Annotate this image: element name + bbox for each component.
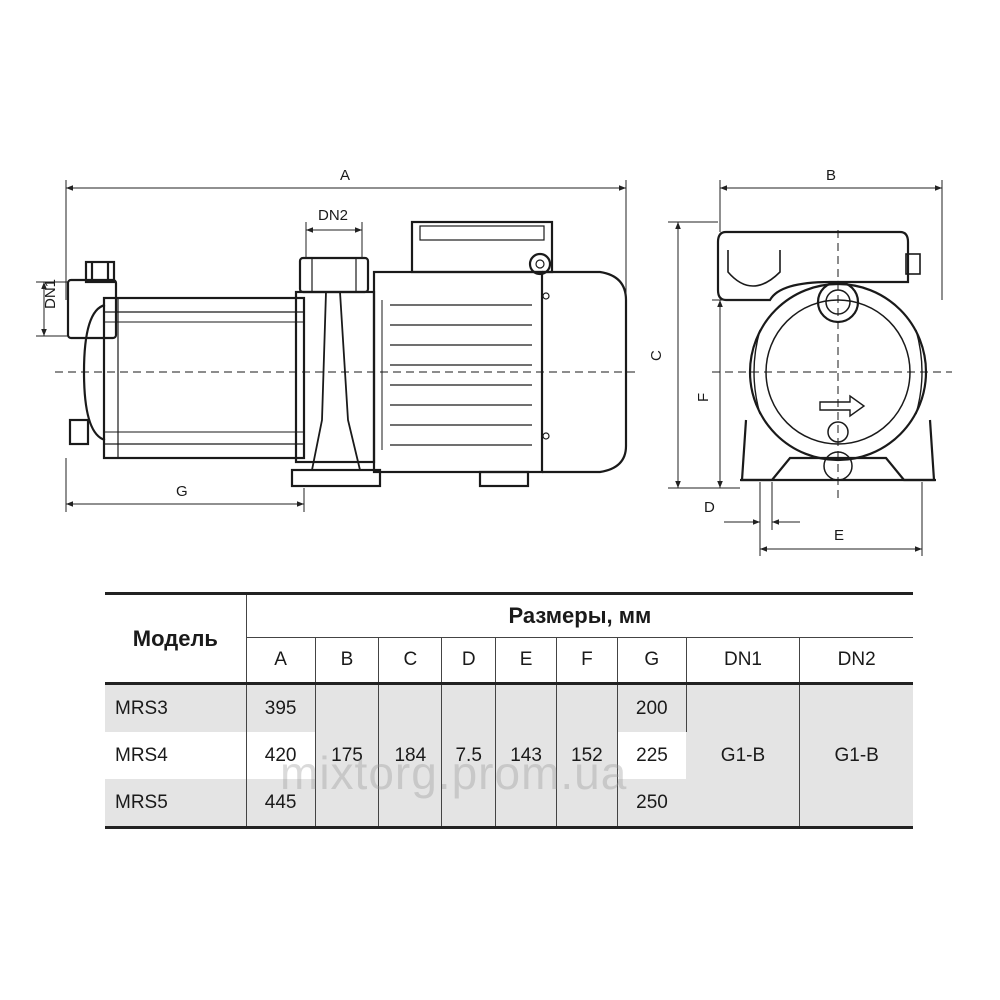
value-a: 395 xyxy=(246,683,316,732)
col-header-b: B xyxy=(315,637,380,685)
dimensions-header: Размеры, мм xyxy=(246,592,913,638)
pump-front-view xyxy=(712,230,952,500)
dim-label-b: B xyxy=(826,167,836,184)
col-header-d: D xyxy=(441,637,497,685)
dim-label-g: G xyxy=(176,483,188,500)
col-header-c: C xyxy=(378,637,443,685)
dim-label-dn1: DN1 xyxy=(42,279,59,309)
col-header-a: A xyxy=(246,637,316,685)
model-name: MRS4 xyxy=(105,732,247,779)
table-row: MRS3 395 175 184 7.5 143 152 200 G1-B G1… xyxy=(105,683,913,829)
model-name: MRS3 xyxy=(105,683,247,732)
col-header-dn2: DN2 xyxy=(799,637,913,685)
model-header: Модель xyxy=(105,592,247,685)
model-name: MRS5 xyxy=(105,779,247,829)
column-headers: A B C D E F G DN1 DN2 xyxy=(105,637,913,685)
front-view-dimensions xyxy=(668,180,943,556)
col-header-g: G xyxy=(617,637,687,685)
dimensions-table: Модель Размеры, мм A B C D E F G DN1 DN2… xyxy=(105,592,913,829)
pump-side-view xyxy=(55,220,640,488)
col-header-e: E xyxy=(495,637,557,685)
dim-label-c: C xyxy=(648,350,665,361)
value-d: 7.5 xyxy=(441,683,497,829)
pump-dimension-drawing: A DN2 DN1 G B C F D E xyxy=(36,167,952,556)
value-g: 250 xyxy=(617,779,687,829)
value-g: 200 xyxy=(617,683,687,732)
col-header-f: F xyxy=(556,637,618,685)
value-b: 175 xyxy=(315,683,380,829)
value-a: 445 xyxy=(246,779,316,829)
value-a: 420 xyxy=(246,732,316,779)
value-c: 184 xyxy=(378,683,443,829)
side-view-dimensions xyxy=(36,180,627,512)
dim-label-d: D xyxy=(704,499,715,516)
dim-label-dn2: DN2 xyxy=(318,207,348,224)
table-row: MRS4 420 225 xyxy=(105,732,913,779)
dim-label-e: E xyxy=(834,527,844,544)
dim-label-f: F xyxy=(695,393,712,402)
value-e: 143 xyxy=(495,683,557,829)
value-f: 152 xyxy=(556,683,618,829)
value-dn2: G1-B xyxy=(799,683,913,829)
table-row: MRS5 445 250 xyxy=(105,779,913,829)
value-g: 225 xyxy=(636,744,668,766)
value-dn1: G1-B xyxy=(686,683,801,829)
col-header-dn1: DN1 xyxy=(686,637,801,685)
dim-label-a: A xyxy=(340,167,350,184)
